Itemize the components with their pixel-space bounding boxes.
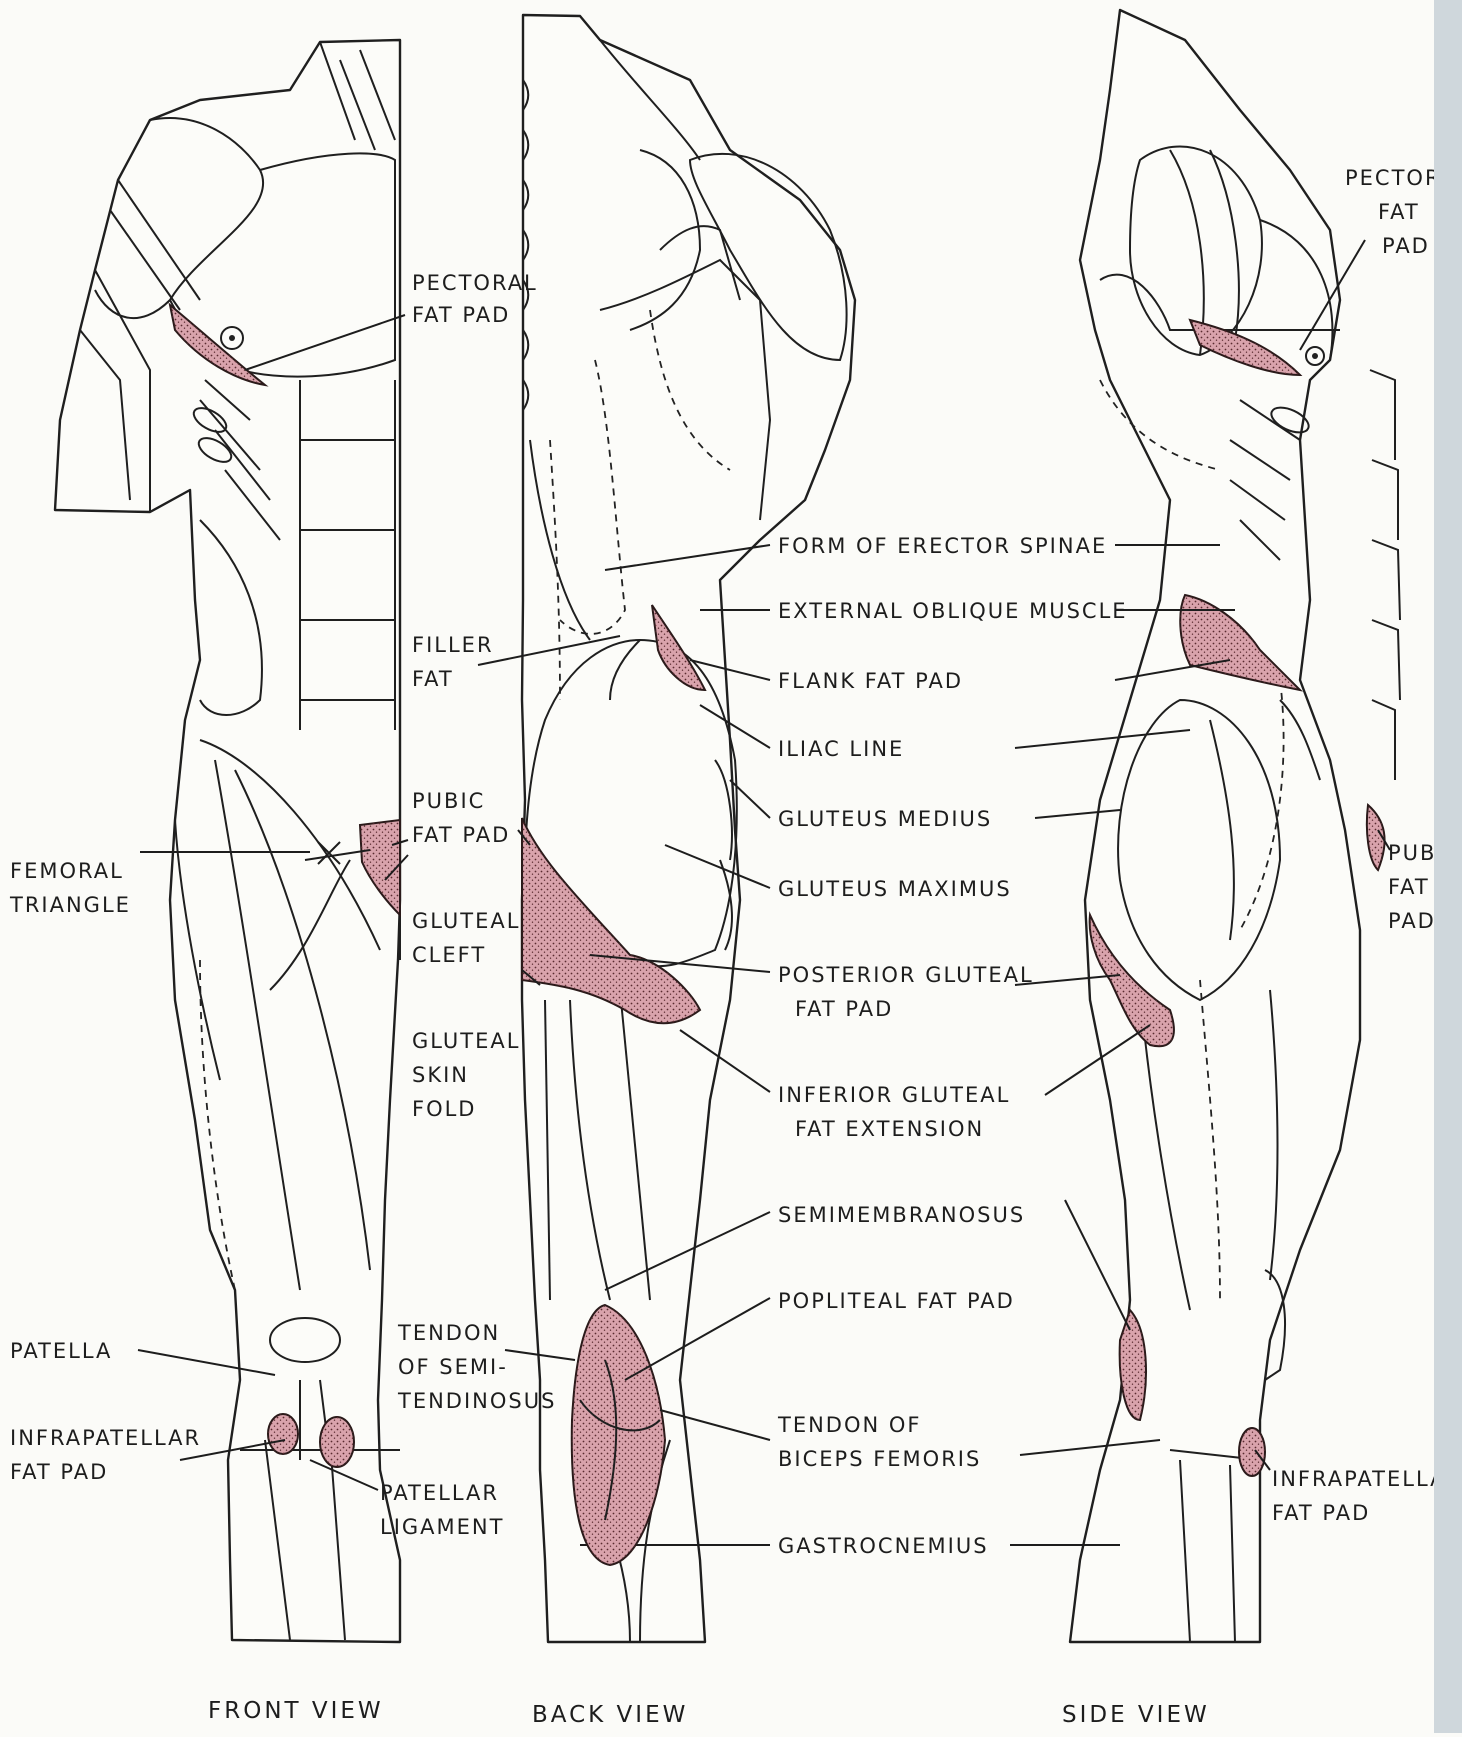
label-erector-spinae: FORM OF ERECTOR SPINAE xyxy=(778,534,1107,558)
label-gastrocnemius: GASTROCNEMIUS xyxy=(778,1534,989,1558)
label-tendon-semi-3: TENDINOSUS xyxy=(397,1389,556,1413)
label-pectoral-side-3: PAD xyxy=(1382,234,1430,258)
label-pectoral-front-1: PECTORAL xyxy=(412,271,538,295)
label-flank-fat: FLANK FAT PAD xyxy=(778,669,963,693)
label-skin-fold-1: GLUTEAL xyxy=(412,1029,520,1053)
label-inferior-gluteal-2: FAT EXTENSION xyxy=(795,1117,984,1141)
label-pubic-side-2: FAT xyxy=(1388,875,1430,899)
page-edge-strip xyxy=(1434,0,1462,1733)
label-femoral-1: FEMORAL xyxy=(10,859,124,883)
label-pubic-front-2: FAT PAD xyxy=(412,823,510,847)
label-pectoral-front-2: FAT PAD xyxy=(412,303,510,327)
label-patella: PATELLA xyxy=(10,1339,112,1363)
label-gluteal-cleft-1: GLUTEAL xyxy=(412,909,520,933)
label-semimembranosus: SEMIMEMBRANOSUS xyxy=(778,1203,1025,1227)
label-posterior-gluteal-2: FAT PAD xyxy=(795,997,893,1021)
front-view-figure xyxy=(55,40,400,1642)
caption-side-view: SIDE VIEW xyxy=(1062,1702,1210,1728)
label-infrapatellar-front-1: INFRAPATELLAR xyxy=(10,1426,201,1450)
label-tendon-biceps-1: TENDON OF xyxy=(777,1413,922,1437)
label-gluteus-maximus: GLUTEUS MAXIMUS xyxy=(778,877,1012,901)
label-patellar-lig-1: PATELLAR xyxy=(380,1481,499,1505)
caption-front-view: FRONT VIEW xyxy=(208,1698,384,1724)
label-infrapatellar-front-2: FAT PAD xyxy=(10,1460,108,1484)
label-pectoral-side-2: FAT xyxy=(1378,200,1420,224)
label-popliteal-fat: POPLITEAL FAT PAD xyxy=(778,1289,1015,1313)
label-filler-fat-2: FAT xyxy=(412,667,454,691)
label-gluteus-medius: GLUTEUS MEDIUS xyxy=(778,807,992,831)
label-tendon-semi-2: OF SEMI- xyxy=(398,1355,508,1379)
side-view-figure xyxy=(1070,10,1400,1642)
label-tendon-semi-1: TENDON xyxy=(397,1321,500,1345)
label-skin-fold-2: SKIN xyxy=(412,1063,469,1087)
label-external-oblique: EXTERNAL OBLIQUE MUSCLE xyxy=(778,599,1128,623)
label-posterior-gluteal-1: POSTERIOR GLUTEAL xyxy=(778,963,1034,987)
label-skin-fold-3: FOLD xyxy=(412,1097,476,1121)
label-infrapatellar-side-2: FAT PAD xyxy=(1272,1501,1370,1525)
label-tendon-biceps-2: BICEPS FEMORIS xyxy=(778,1447,981,1471)
label-gluteal-cleft-2: CLEFT xyxy=(412,943,486,967)
caption-back-view: BACK VIEW xyxy=(532,1702,688,1728)
label-iliac-line: ILIAC LINE xyxy=(778,737,904,761)
label-pubic-side-3: PAD xyxy=(1388,909,1436,933)
label-pubic-front-1: PUBIC xyxy=(412,789,485,813)
label-filler-fat-1: FILLER xyxy=(412,633,494,657)
label-femoral-2: TRIANGLE xyxy=(9,893,131,917)
label-inferior-gluteal-1: INFERIOR GLUTEAL xyxy=(778,1083,1010,1107)
label-patellar-lig-2: LIGAMENT xyxy=(380,1515,504,1539)
